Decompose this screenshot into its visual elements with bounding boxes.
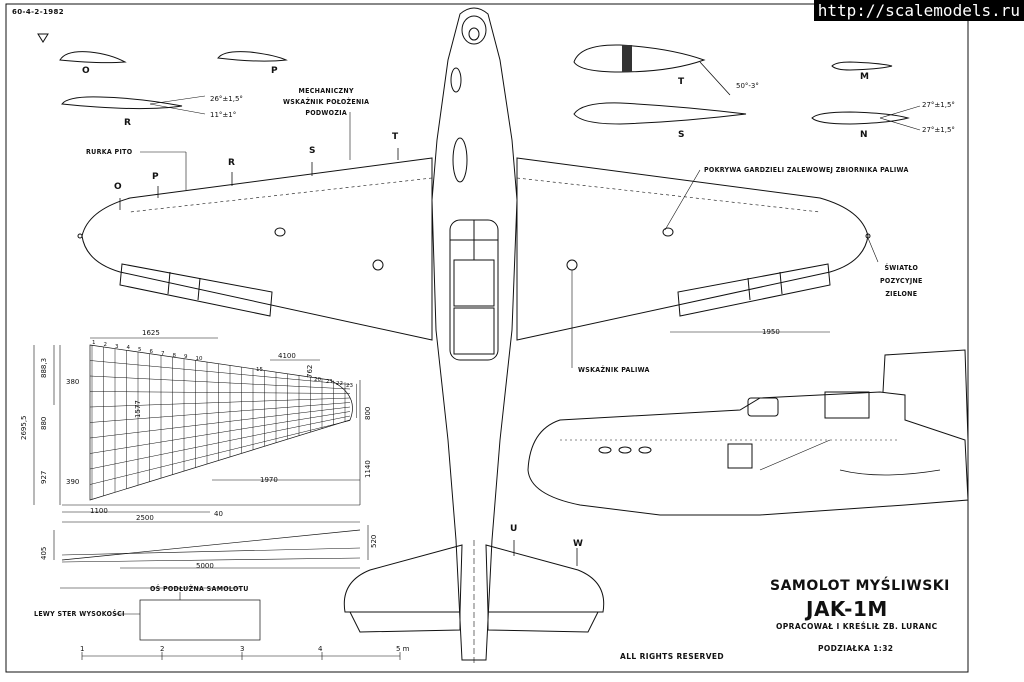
- dim-1140: 1140: [364, 460, 372, 478]
- dim-1625: 1625: [142, 329, 160, 337]
- scale-tick-label: 5 m: [396, 645, 410, 653]
- angle-r-down: 11°±1°: [210, 111, 237, 119]
- label-mechanism: MECHANICZNY WSKAŹNIK POŁOŻENIA PODWOZIA: [283, 86, 369, 119]
- plan-view-wings: [77, 157, 871, 341]
- dim-762: 762: [306, 364, 314, 378]
- scale-tick-label: 3: [240, 645, 245, 653]
- rib-number: 22: [336, 381, 343, 387]
- label-elevator: LEWY STER WYSOKOŚCI: [34, 610, 125, 618]
- angle-n-down: 27°±1,5°: [922, 126, 955, 134]
- dim-1100: 1100: [90, 507, 108, 515]
- wing-stringer: [89, 406, 351, 439]
- dim-5000: 5000: [196, 562, 214, 570]
- rib-number: 23: [346, 383, 353, 389]
- plan-view-fuselage: [343, 7, 605, 665]
- dim-800: 800: [364, 406, 372, 420]
- wing-stringer: [89, 415, 351, 470]
- wing-stringer: [89, 360, 351, 385]
- wing-stringer: [89, 391, 351, 394]
- section-letter-n: N: [860, 130, 868, 140]
- dim-405: 405: [40, 546, 48, 560]
- rib-number: 4: [126, 345, 131, 352]
- scale-tick-label: 4: [318, 645, 323, 653]
- title-line1: SAMOLOT MYŚLIWSKI: [770, 578, 950, 594]
- dim-2500: 2500: [136, 514, 154, 522]
- watermark: http://scalemodels.ru: [813, 0, 1024, 21]
- dim-888: 888,3: [40, 357, 48, 378]
- rib-number: 21: [326, 379, 333, 385]
- rib-number: 15: [256, 367, 263, 373]
- dim-2695: 2695,5: [20, 415, 28, 441]
- label-mechanism-line3: PODWOZIA: [305, 109, 348, 117]
- label-fuel-gauge: WSKAŹNIK PALIWA: [578, 366, 650, 374]
- wing-letter-s: S: [309, 146, 316, 156]
- wing-rib-grid: [59, 344, 361, 641]
- dim-1970: 1970: [260, 476, 278, 484]
- section-letter-p: P: [271, 66, 278, 76]
- rib-number: 5: [138, 347, 142, 354]
- section-letter-u: U: [510, 524, 518, 534]
- label-fuel-cap: POKRYWA GARDZIELI ZALEWOWEJ ZBIORNIKA PA…: [704, 166, 909, 174]
- section-letter-t: T: [678, 77, 685, 87]
- rib-number: 9: [184, 354, 188, 361]
- rights: ALL RIGHTS RESERVED: [620, 652, 725, 661]
- wing-letter-o: O: [114, 182, 122, 192]
- angle-t: 50°-3°: [736, 82, 759, 90]
- dim-1950: 1950: [762, 328, 780, 336]
- dim-390: 390: [66, 478, 80, 486]
- wing-stringer: [89, 375, 351, 390]
- wing-stringer: [89, 402, 351, 423]
- section-markers: [119, 148, 578, 566]
- dim-1577: 1577: [134, 400, 142, 418]
- wing-letter-r: R: [228, 158, 235, 168]
- dim-880: 880: [40, 416, 48, 430]
- label-light-line3: ZIELONE: [885, 290, 918, 298]
- label-light: ŚWIATŁO POZYCYJNE ZIELONE: [880, 262, 923, 301]
- side-view-fuselage: [527, 349, 969, 516]
- label-light-line2: POZYCYJNE: [880, 277, 923, 285]
- scale-tick-label: 1: [80, 645, 85, 653]
- rib-number: 6: [149, 349, 154, 355]
- wing-stringer: [89, 420, 351, 485]
- dim-927: 927: [40, 470, 48, 484]
- triangle-logo: [37, 33, 49, 43]
- rib-number: 7: [161, 350, 165, 357]
- rib-number: 8: [172, 352, 177, 359]
- scale-tick-label: 2: [160, 645, 165, 653]
- title-author: OPRACOWAŁ I KREŚLIŁ ZB. LURANC: [776, 622, 938, 631]
- rib-number: 2: [103, 341, 108, 348]
- label-light-line1: ŚWIATŁO: [884, 264, 919, 272]
- title-scale: PODZIAŁKA 1:32: [818, 644, 894, 653]
- wing-letter-p: P: [152, 172, 159, 182]
- dim-4100: 4100: [278, 352, 296, 360]
- section-letter-m: M: [860, 72, 869, 82]
- dim-40: 40: [214, 510, 223, 518]
- dim-380: 380: [66, 378, 80, 386]
- title-line2: JAK-1M: [806, 597, 888, 621]
- dim-520: 520: [370, 534, 378, 548]
- frame-border: [5, 3, 969, 673]
- angle-r-up: 26°±1,5°: [210, 95, 243, 103]
- label-pitot: RURKA PITO: [86, 148, 133, 156]
- section-letter-s: S: [678, 130, 685, 140]
- angle-n-up: 27°±1,5°: [922, 101, 955, 109]
- label-mechanism-line1: MECHANICZNY: [298, 87, 354, 95]
- label-axis: OŚ PODŁUŻNA SAMOLOTU: [150, 585, 249, 593]
- dimension-lines: [33, 112, 879, 660]
- wing-stringer: [89, 397, 351, 408]
- rib-number: 10: [195, 356, 203, 363]
- section-letter-w: W: [573, 539, 583, 549]
- airfoil-sections: [59, 44, 921, 131]
- section-letter-r: R: [124, 118, 131, 128]
- rib-number: 20: [314, 377, 321, 383]
- drawing-code: 60-4-2-1982: [12, 8, 65, 16]
- label-mechanism-line2: WSKAŹNIK POŁOŻENIA: [283, 98, 370, 106]
- rib-number: 1: [92, 340, 96, 346]
- section-letter-o: O: [82, 66, 90, 76]
- wing-letter-t: T: [392, 132, 399, 142]
- rib-number: 3: [115, 343, 119, 350]
- wing-stringer: [89, 411, 351, 454]
